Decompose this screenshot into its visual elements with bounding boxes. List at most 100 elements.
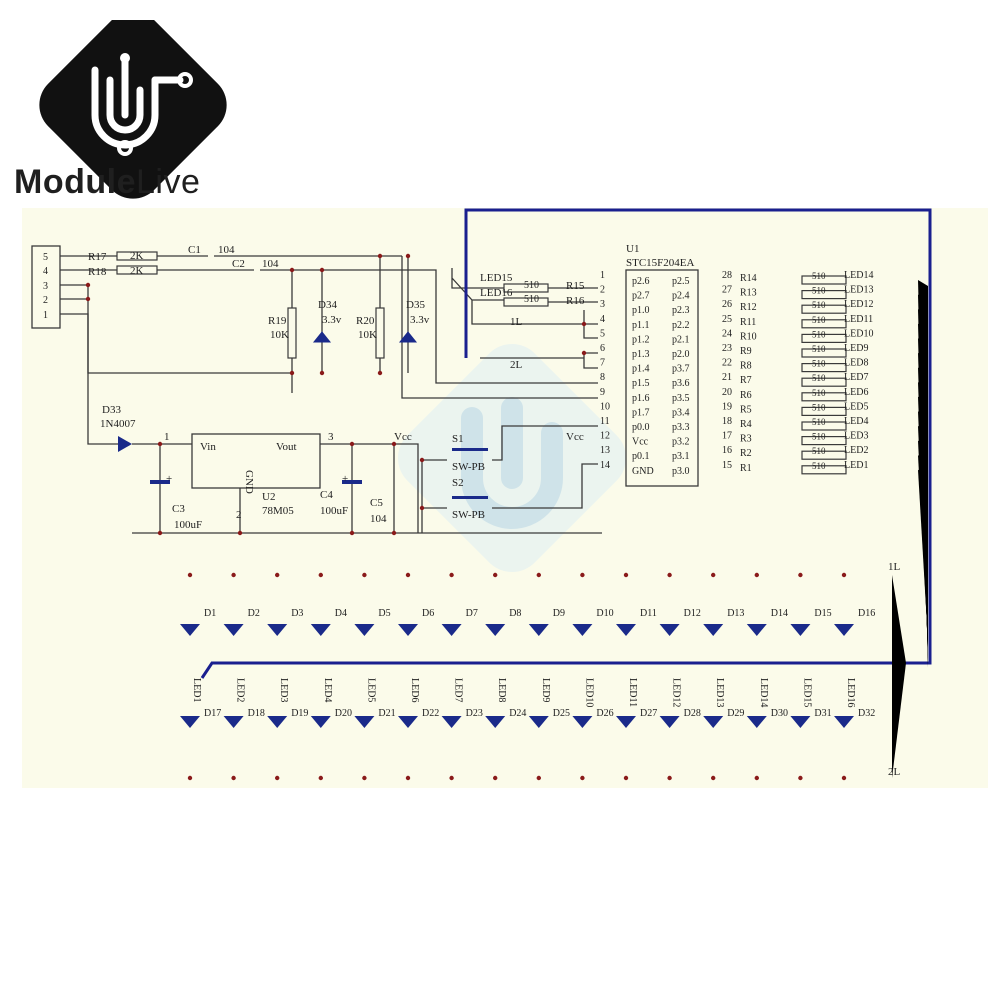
- resistor: [503, 297, 549, 307]
- junction-dot: [319, 267, 325, 273]
- resistor: [375, 307, 385, 359]
- right-resistor-value: 510: [812, 271, 826, 281]
- right-resistor-value: 510: [812, 446, 826, 456]
- r17-value: 2K: [130, 250, 144, 262]
- mcu-port-label: p2.4: [672, 291, 690, 302]
- mcu-pin-number: 7: [600, 358, 605, 369]
- mcu-pin-number: 18: [722, 416, 732, 427]
- s1-label: S1: [452, 433, 464, 445]
- led-bottom-diode: [572, 716, 593, 728]
- junction-dot: [711, 572, 716, 578]
- led-top-label: D3: [291, 608, 303, 619]
- resistor: [801, 465, 847, 475]
- resistor: [801, 275, 847, 285]
- right-net-label: LED9: [844, 343, 868, 354]
- c2-value: 104: [262, 258, 279, 270]
- right-resistor-label: R10: [740, 331, 757, 342]
- led-bottom-label: D21: [378, 708, 395, 719]
- vcc-label: Vcc: [394, 431, 412, 443]
- regulator-pin1: 1: [164, 431, 170, 443]
- mcu-port-label: p3.3: [672, 422, 690, 433]
- led-net-label: LED6: [409, 678, 420, 702]
- junction-dot: [419, 457, 425, 463]
- mcu-pin-number: 12: [600, 431, 610, 442]
- junction-dot: [319, 370, 325, 376]
- led-top-diode: [223, 624, 244, 636]
- regulator-u2: [191, 433, 321, 489]
- junction-dot: [580, 572, 585, 578]
- led-top-label: D11: [640, 608, 657, 619]
- led-bottom-label: D22: [422, 708, 439, 719]
- mcu-port-label: p3.5: [672, 393, 690, 404]
- zener-diode: [312, 331, 332, 343]
- led-matrix: D1D17LED1D2D18LED2D3D19LED3D4D20LED4D5D2…: [170, 575, 906, 778]
- led-bottom-label: D26: [596, 708, 613, 719]
- led-top-diode: [310, 624, 331, 636]
- led-bottom-diode: [180, 716, 200, 728]
- circuit-u-logo-icon: [39, 20, 227, 199]
- c5-value: 104: [370, 513, 387, 525]
- led-bottom-diode: [659, 716, 680, 728]
- components: [116, 248, 847, 558]
- junction-dot: [362, 775, 367, 781]
- bus-wire: [200, 208, 932, 679]
- junction-dot: [581, 321, 587, 327]
- d35-label: D35: [406, 299, 425, 311]
- mcu-pin-number: 16: [722, 445, 732, 456]
- resistor: [503, 283, 549, 293]
- brand-name: ModuleLive: [14, 162, 200, 202]
- led-top-diode: [528, 624, 549, 636]
- led-top-diode: [354, 624, 375, 636]
- right-resistor-value: 510: [812, 388, 826, 398]
- right-resistor-label: R9: [740, 346, 752, 357]
- right-net-label: LED3: [844, 431, 868, 442]
- resistor: [801, 392, 847, 402]
- mcu-port-label: p0.0: [632, 422, 650, 433]
- led-bottom-diode: [528, 716, 549, 728]
- wire: [159, 444, 395, 533]
- resistor: [801, 348, 847, 358]
- led-top-diode: [746, 624, 767, 636]
- mcu-part: STC15F204EA: [626, 257, 695, 269]
- r19-value: 10K: [270, 329, 289, 341]
- mcu-pin-number: 2: [600, 285, 605, 296]
- r18-label: R18: [88, 266, 107, 278]
- led-top-diode: [267, 624, 288, 636]
- mcu-port-label: p2.1: [672, 334, 690, 345]
- junction-dot: [711, 775, 716, 781]
- led-bottom-label: D31: [814, 708, 831, 719]
- junction-dot: [581, 350, 587, 356]
- led-net-label: LED16: [845, 678, 856, 707]
- diode-d33: [118, 436, 132, 452]
- led-net-label: LED2: [235, 678, 246, 702]
- regulator-gnd: GND: [243, 470, 255, 494]
- led-bottom-diode: [441, 716, 462, 728]
- led-net-label: LED8: [496, 678, 507, 702]
- mcu-port-label: p0.1: [632, 451, 650, 462]
- right-resistor-value: 510: [812, 344, 826, 354]
- mcu-pin-number: 6: [600, 343, 605, 354]
- mcu-pin-number: 10: [600, 401, 610, 412]
- d33-part: 1N4007: [100, 418, 136, 430]
- junction-dot: [405, 775, 411, 781]
- r19-label: R19: [268, 315, 287, 327]
- led-net-label: LED12: [671, 678, 682, 707]
- led-top-diode: [180, 624, 200, 636]
- right-net-label: LED10: [844, 328, 873, 339]
- right-resistor-label: R8: [740, 361, 752, 372]
- regulator-vin: Vin: [200, 441, 216, 453]
- led-bottom-diode: [790, 716, 811, 728]
- led-top-diode: [659, 624, 680, 636]
- mcu-port-label: p1.4: [632, 364, 650, 375]
- vcc-label-mcu: Vcc: [566, 431, 584, 443]
- led-net-label: LED1: [191, 678, 202, 702]
- junction-dot: [623, 572, 629, 578]
- s1-type: SW-PB: [452, 461, 485, 473]
- right-net-label: LED12: [844, 299, 873, 310]
- led-bottom-label: D17: [204, 708, 221, 719]
- right-resistor-label: R2: [740, 448, 752, 459]
- led-bottom-label: D19: [291, 708, 308, 719]
- led-bottom-diode: [223, 716, 244, 728]
